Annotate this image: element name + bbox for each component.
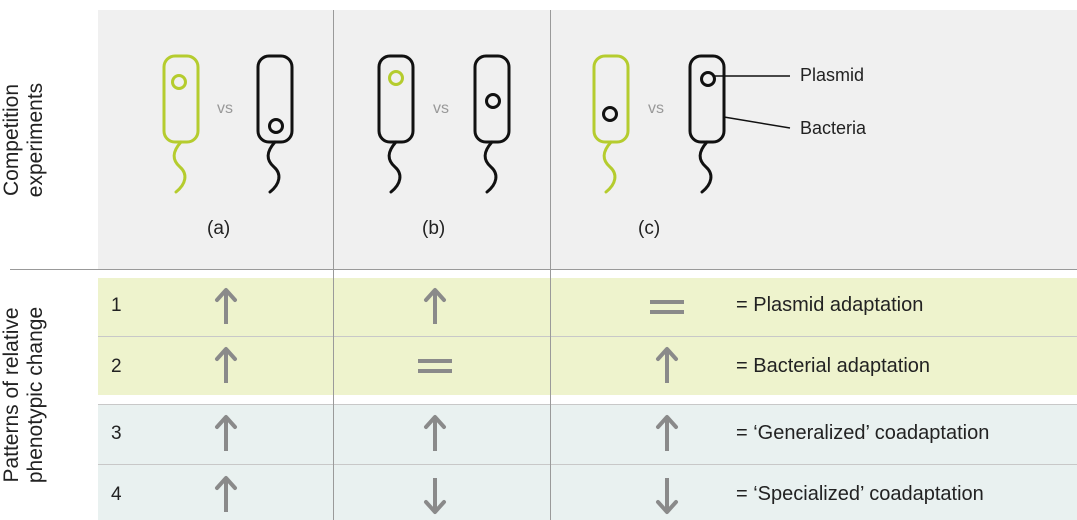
arrow-down-icon	[656, 478, 678, 514]
row-number-2: 2	[111, 356, 122, 377]
vs-label-a: vs	[217, 100, 233, 117]
bacterium-a-right	[256, 54, 294, 194]
divider-row-1	[98, 336, 1077, 337]
bacterium-c-right	[688, 54, 726, 194]
divider-col-ab	[333, 10, 334, 520]
vs-label-c: vs	[648, 100, 664, 117]
plasmid-annotation: Plasmid	[800, 65, 865, 85]
pattern-description-3: = ‘Generalized’ coadaptation	[736, 422, 990, 444]
divider-header	[10, 269, 1077, 270]
row-number-4: 4	[111, 484, 122, 505]
pattern-description-2: = Bacterial adaptation	[736, 355, 931, 377]
arrow-up-icon	[656, 347, 678, 383]
divider-row-3	[98, 464, 1077, 465]
row-number-1: 1	[111, 295, 122, 316]
equals-icon	[418, 359, 452, 373]
vs-label-b: vs	[433, 100, 449, 117]
pattern-row-1	[98, 278, 1077, 336]
equals-icon	[650, 300, 684, 314]
plasmid-c-left	[602, 106, 618, 122]
bacterium-c-left	[592, 54, 630, 194]
experiment-label-b: (b)	[422, 218, 446, 239]
experiment-label-c: (c)	[638, 218, 661, 239]
pattern-description-1: = Plasmid adaptation	[736, 294, 924, 316]
row-number-3: 3	[111, 423, 122, 444]
arrow-up-icon	[215, 476, 237, 512]
bacterium-a-left	[162, 54, 200, 194]
pattern-row-2	[98, 337, 1077, 395]
arrow-up-icon	[215, 288, 237, 324]
arrow-up-icon	[215, 415, 237, 451]
pattern-row-4	[98, 465, 1077, 520]
pattern-row-3	[98, 404, 1077, 464]
plasmid-b-left	[388, 70, 404, 86]
divider-col-bc	[550, 10, 551, 520]
arrow-up-icon	[215, 347, 237, 383]
arrow-up-icon	[424, 288, 446, 324]
arrow-up-icon	[656, 415, 678, 451]
bacteria-callout-line	[723, 116, 791, 129]
arrow-down-icon	[424, 478, 446, 514]
arrow-up-icon	[424, 415, 446, 451]
experiment-label-a: (a)	[207, 218, 231, 239]
pattern-description-4: = ‘Specialized’ coadaptation	[736, 483, 984, 505]
bacterium-b-right	[473, 54, 511, 194]
bacteria-annotation: Bacteria	[800, 118, 867, 138]
bacterium-b-left	[377, 54, 415, 194]
divider-row-2	[98, 404, 1077, 405]
